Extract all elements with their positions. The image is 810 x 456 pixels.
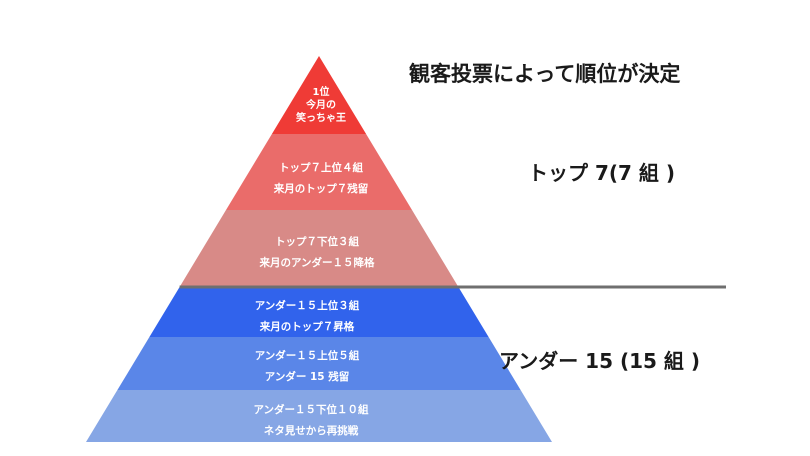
tier-1-line-3: 笑っちゃ王 xyxy=(296,113,346,124)
tier-5-line-2: アンダー 15 残留 xyxy=(264,371,350,383)
tier-5-line-1: アンダー１５上位５組 xyxy=(254,350,360,362)
tier-1-first-place xyxy=(271,56,367,134)
tier-2-line-1: トップ７上位４組 xyxy=(279,162,363,174)
tier-4-line-1: アンダー１５上位３組 xyxy=(254,300,360,312)
tier-4-line-2: 来月のトップ７昇格 xyxy=(259,321,355,333)
tier-1-label: 1位 今月の 笑っちゃ王 xyxy=(296,86,346,125)
tier-4-under15-top3 xyxy=(149,287,489,337)
tier-1-line-1: 1位 xyxy=(312,87,330,98)
diagram-title: 観客投票によって順位が決定 xyxy=(409,62,681,86)
tier-6-line-2: ネタ見せから再挑戦 xyxy=(263,425,359,437)
tier-4-label: アンダー１５上位３組 来月のトップ７昇格 xyxy=(255,296,360,338)
tier-5-label: アンダー１５上位５組 アンダー 15 残留 xyxy=(255,346,360,388)
tier-2-label: トップ７上位４組 来月のトップ７残留 xyxy=(274,158,369,200)
under15-group-label: アンダー 15 (15 組 ) xyxy=(499,349,700,373)
tier-5-under15-top5 xyxy=(117,337,521,390)
tier-6-line-1: アンダー１５下位１０組 xyxy=(253,404,369,416)
top7-group-label: トップ 7(7 組 ) xyxy=(528,161,676,185)
tier-3-line-1: トップ７下位３組 xyxy=(275,236,359,248)
tier-2-top7-upper xyxy=(226,134,412,210)
tier-2-line-2: 来月のトップ７残留 xyxy=(273,183,369,195)
tier-3-line-2: 来月のアンダー１５降格 xyxy=(259,257,375,269)
tier-1-line-2: 今月の xyxy=(306,100,336,111)
tier-3-label: トップ７下位３組 来月のアンダー１５降格 xyxy=(259,232,374,274)
tier-6-under15-bottom10 xyxy=(86,390,552,442)
tier-3-top7-lower xyxy=(179,210,459,287)
tier-6-label: アンダー１５下位１０組 ネタ見せから再挑戦 xyxy=(253,400,368,442)
